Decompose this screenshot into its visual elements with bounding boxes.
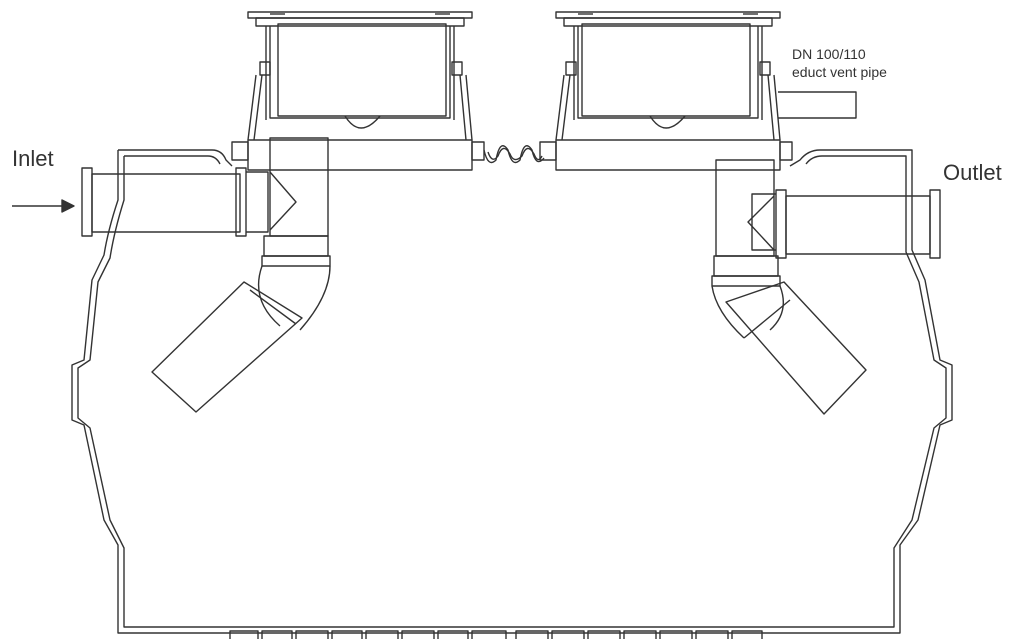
vent-pipe-label-line1: DN 100/110 [792, 46, 866, 62]
outlet-tee [712, 160, 866, 414]
left-riser [232, 24, 484, 170]
tank-outer-wall [72, 150, 952, 633]
inlet-tee [152, 138, 330, 412]
vent-pipe [778, 92, 856, 118]
tank-bottom-ribs [230, 631, 762, 639]
inlet-arrow [12, 200, 74, 212]
riser-connector [484, 146, 544, 163]
outlet-pipe [752, 190, 940, 258]
left-manhole-cover [248, 12, 472, 26]
right-manhole-cover [556, 12, 780, 26]
inlet-pipe [82, 168, 268, 236]
vent-pipe-label-line2: educt vent pipe [792, 64, 887, 80]
inlet-label: Inlet [12, 146, 54, 171]
outlet-label: Outlet [943, 160, 1002, 185]
right-riser [540, 24, 792, 170]
